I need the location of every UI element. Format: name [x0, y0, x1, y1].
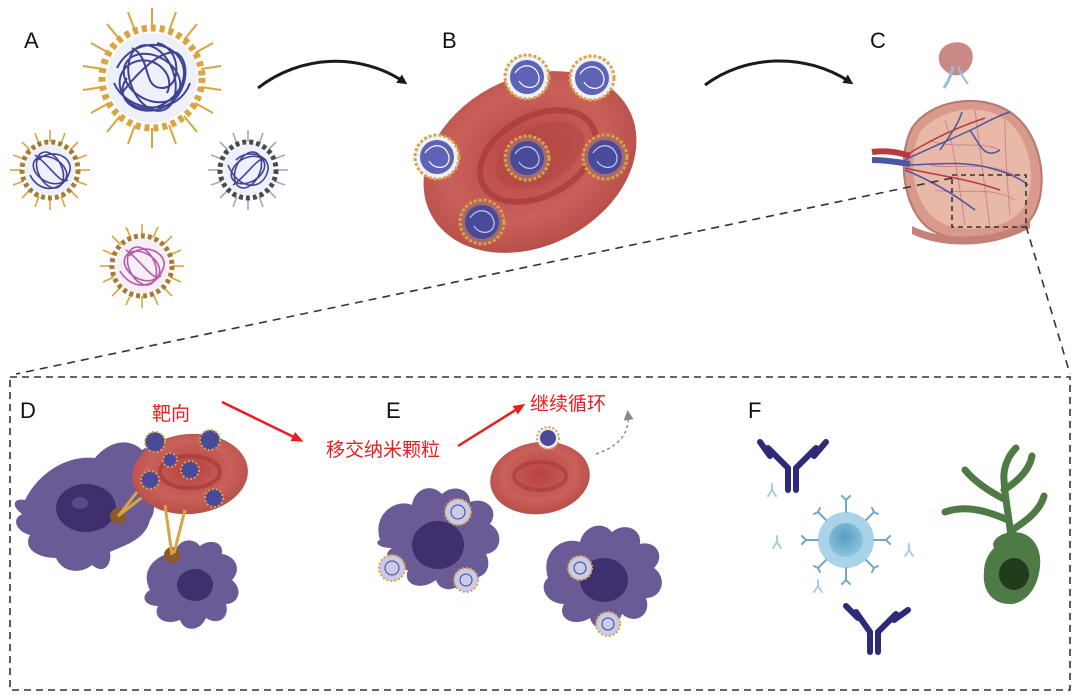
panel-a: A	[10, 8, 288, 308]
antigen-presenting-cell-icon	[14, 442, 162, 571]
panel-c: C	[870, 28, 1043, 245]
panel-f: F	[748, 398, 1048, 655]
arrow-a-to-b	[257, 59, 408, 90]
panel-label-a: A	[24, 28, 39, 53]
panel-d: D 靶向	[14, 398, 248, 629]
annotation-continue-circulation: 继续循环	[530, 393, 606, 415]
small-antibodies-icon	[767, 483, 914, 593]
panel-label-d: D	[20, 398, 36, 423]
spleen-icon	[871, 99, 1043, 245]
panel-label-e: E	[386, 398, 401, 423]
arrow-d-to-e	[221, 400, 304, 442]
rbc-bound-nanoparticles	[413, 53, 629, 246]
panel-label-f: F	[748, 398, 761, 423]
panel-label-c: C	[870, 28, 886, 53]
zoom-inset-frame	[9, 376, 1071, 691]
nanoparticle-small-left-icon	[10, 130, 90, 210]
panel-label-b: B	[442, 28, 457, 53]
panel-b: B	[413, 28, 637, 253]
annotation-targeting: 靶向	[152, 403, 190, 425]
nanoparticle-large-icon	[82, 8, 222, 148]
red-blood-cell-e-icon	[490, 426, 590, 515]
apc-with-nanoparticles-right-icon	[543, 525, 662, 637]
kidney-icon	[938, 42, 973, 89]
arrow-b-to-c	[704, 59, 854, 87]
antibody-top-icon	[757, 439, 829, 493]
apc-with-nanoparticles-left-icon	[377, 488, 500, 593]
circulation-dashed-arrow	[595, 410, 634, 455]
nanoparticle-small-right-icon	[208, 130, 288, 210]
annotation-transfer-nanoparticles: 移交纳米颗粒	[326, 439, 440, 461]
antibody-bottom-icon	[843, 603, 911, 655]
arrow-to-circulation	[457, 403, 526, 448]
red-blood-cell-d-icon	[132, 429, 248, 515]
panel-e: E	[377, 398, 662, 637]
zoom-connector-lines	[15, 177, 1071, 375]
antigen-presenting-cell-bottom-icon	[144, 504, 239, 629]
neuron-icon	[941, 444, 1048, 604]
zoom-region-box	[951, 174, 1027, 228]
nanoparticle-pink-icon	[100, 224, 184, 308]
t-cell-icon	[801, 495, 891, 585]
